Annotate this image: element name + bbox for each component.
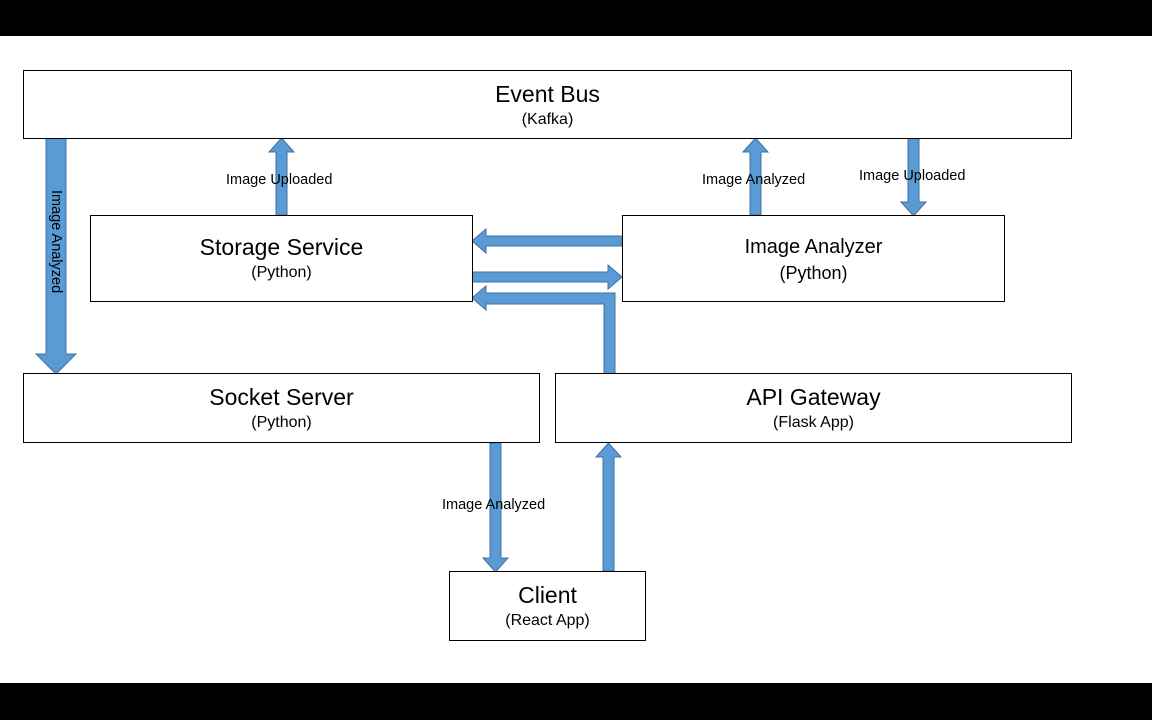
arrow-gateway-to-storage xyxy=(471,284,616,375)
node-storage-service: Storage Service (Python) xyxy=(90,215,473,302)
node-subtitle: (Python) xyxy=(779,263,848,283)
node-subtitle: (Flask App) xyxy=(773,414,854,431)
node-subtitle: (Python) xyxy=(251,414,312,431)
node-subtitle: (Kafka) xyxy=(521,111,574,128)
edge-label-bus-to-socket: Image Analyzed xyxy=(48,190,64,294)
arrow-bus-to-socket xyxy=(34,137,78,375)
edge-label-storage-to-bus: Image Uploaded xyxy=(226,172,333,188)
node-client: Client (React App) xyxy=(449,571,646,641)
node-title: Event Bus xyxy=(495,81,600,107)
arrows-layer xyxy=(34,137,928,573)
node-api-gateway: API Gateway (Flask App) xyxy=(555,373,1072,443)
arrow-analyzer-to-storage xyxy=(471,227,623,255)
node-title: API Gateway xyxy=(746,384,881,410)
node-title: Image Analyzer xyxy=(744,236,883,258)
edge-label-analyzer-to-bus: Image Analyzed xyxy=(702,172,806,188)
diagram-canvas: Event Bus (Kafka) Storage Service (Pytho… xyxy=(0,36,1152,683)
arrow-analyzer-to-bus xyxy=(741,137,770,216)
arrow-client-to-gateway xyxy=(594,442,623,572)
arrow-socket-to-client xyxy=(481,442,510,573)
edge-label-socket-to-client: Image Analyzed xyxy=(442,497,546,513)
arrow-storage-to-bus xyxy=(267,137,296,216)
arrow-bus-to-analyzer xyxy=(899,137,928,217)
node-socket-server: Socket Server (Python) xyxy=(23,373,540,443)
node-title: Client xyxy=(518,582,577,608)
node-subtitle: (React App) xyxy=(505,612,590,629)
arrow-storage-to-analyzer xyxy=(471,263,623,291)
node-image-analyzer: Image Analyzer (Python) xyxy=(622,215,1005,302)
node-event-bus: Event Bus (Kafka) xyxy=(23,70,1072,139)
node-title: Socket Server xyxy=(209,384,354,410)
node-title: Storage Service xyxy=(199,234,364,260)
node-subtitle: (Python) xyxy=(251,264,312,281)
edge-label-bus-to-analyzer: Image Uploaded xyxy=(859,168,966,184)
